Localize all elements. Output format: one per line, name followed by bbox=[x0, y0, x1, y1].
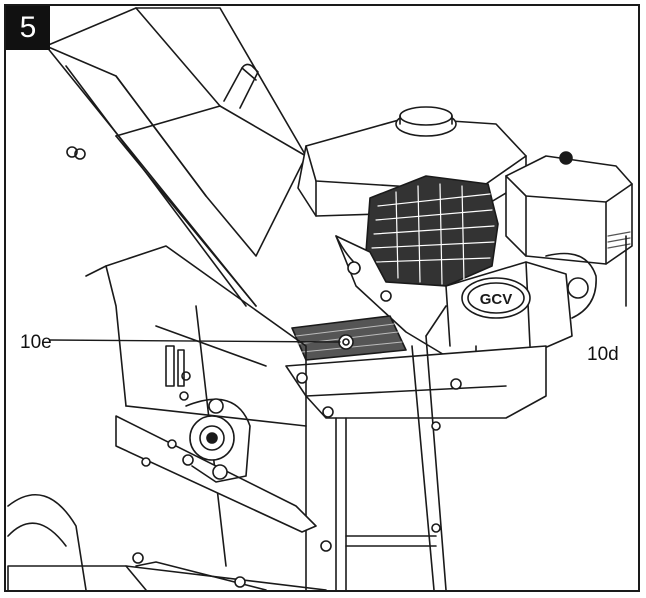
engine-brand-text: GCV bbox=[480, 291, 513, 308]
chipper-frame bbox=[7, 235, 627, 590]
chipper-engine-line-drawing: GCV bbox=[7, 7, 633, 590]
diagram-frame: GCV bbox=[4, 4, 640, 592]
engine-assembly: GCV bbox=[297, 106, 633, 385]
callout-label-10e: 10e bbox=[20, 332, 52, 353]
engine-mount-plate bbox=[291, 315, 407, 361]
callout-label-10d: 10d bbox=[587, 344, 619, 365]
step-number-badge: 5 bbox=[6, 6, 50, 50]
chute-handle bbox=[223, 63, 259, 109]
engine-brand-plate: GCV bbox=[461, 277, 531, 319]
chute-bolt bbox=[66, 146, 86, 160]
hopper-chute bbox=[45, 7, 307, 307]
recoil-starter bbox=[365, 175, 499, 287]
rotor-assembly bbox=[167, 398, 251, 483]
